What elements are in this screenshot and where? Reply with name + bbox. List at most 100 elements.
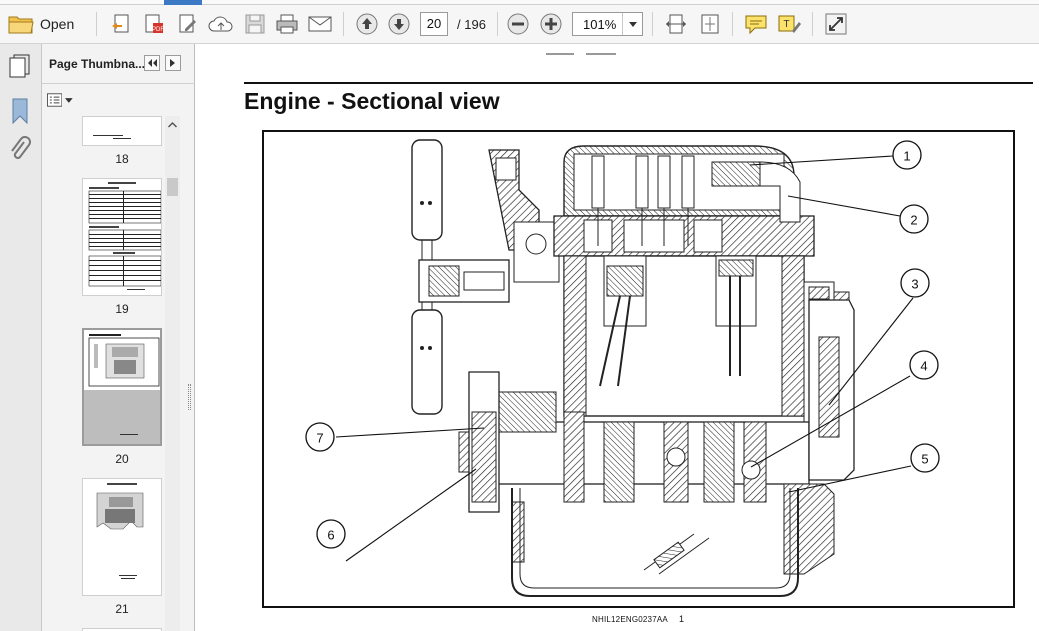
attachments-nav-button[interactable] [9,136,31,167]
thumbnail-page-19[interactable] [82,178,162,296]
menu-strip [0,0,1039,5]
arrow-up-circle-icon [356,13,378,35]
page-number-input[interactable]: 20 [420,12,448,36]
callout-2: 2 [899,204,929,234]
thumbnail-list: 18 19 [42,116,180,631]
thumbnail-page-21[interactable] [82,478,162,596]
scroll-up-icon [167,121,178,128]
arrow-down-circle-icon [388,13,410,35]
page-preview [84,330,160,444]
speech-bubble-icon [745,15,767,35]
callout-label: 4 [920,359,927,374]
open-label: Open [40,16,75,32]
thumbnail-page-20-selected[interactable] [82,328,162,446]
fit-width-button[interactable] [663,10,689,38]
thumbnails-panel: Page Thumbna... 18 [42,44,195,631]
figure-frame: 1 2 3 4 5 6 7 [262,130,1015,608]
previous-page-remnant [546,44,626,55]
zoom-select[interactable]: 101% [572,12,643,36]
previous-page-button[interactable] [354,10,380,38]
callout-7: 7 [305,422,335,452]
cloud-upload-icon [208,16,233,32]
page-title: Engine - Sectional view [244,88,500,114]
chevron-right-icon [170,59,175,67]
highlight-pen-icon: T [778,15,801,33]
page-separator: / [457,17,461,32]
header-rule [244,82,1033,84]
zoom-out-button[interactable] [505,10,531,38]
svg-text:PDF: PDF [152,27,164,33]
toolbar-divider [812,12,813,36]
chevron-down-icon[interactable] [622,13,642,35]
flywheel-housing [783,299,855,575]
callout-4: 4 [909,350,939,380]
toolbar-divider [497,12,498,36]
print-button[interactable] [274,10,300,38]
thumbnail-scrollbar[interactable] [165,116,180,631]
expand-arrows-icon [825,13,847,35]
paperclip-icon [11,136,31,159]
thumbnail-number: 20 [115,452,129,466]
panel-resize-handle[interactable] [188,384,191,410]
water-pump [418,149,560,303]
thumbnail-number: 21 [115,602,129,616]
chevron-down-icon [65,97,73,103]
main-toolbar: Open PDF 20 / 196 101% [0,0,1039,44]
highlight-button[interactable]: T [776,10,802,38]
fit-page-width-icon [666,14,686,34]
envelope-icon [308,16,332,32]
page-total: / 196 [457,17,486,32]
callout-label: 3 [911,277,918,292]
collapse-panel-button[interactable] [144,55,160,71]
panel-title: Page Thumbna... [49,57,146,71]
email-button[interactable] [307,10,333,38]
expand-button[interactable] [823,10,849,38]
panel-header: Page Thumbna... [42,44,195,84]
fan-blade [411,139,443,415]
edit-pdf-button[interactable] [175,10,201,38]
printer-icon [276,14,298,34]
engine-sectional-drawing: 1 2 3 4 5 6 7 [305,139,940,597]
callout-label: 1 [903,149,910,164]
cylinder-block [563,255,850,463]
create-pdf-icon [112,14,129,33]
zoom-value: 101% [583,17,617,32]
crankshaft [458,391,810,503]
convert-pdf-button[interactable]: PDF [141,10,167,38]
page-thumbnails-nav-button[interactable] [9,54,31,83]
svg-text:T: T [783,19,789,30]
plus-circle-icon [540,13,562,35]
create-pdf-button[interactable] [108,10,134,38]
save-disk-icon [245,14,265,34]
pdf-convert-icon: PDF [145,14,164,33]
save-button[interactable] [242,10,268,38]
upload-button[interactable] [207,10,235,38]
thumbnail-page-22[interactable] [82,628,162,631]
next-page-button[interactable] [386,10,412,38]
expand-panel-button[interactable] [165,55,181,71]
options-list-icon [47,93,63,107]
scrollbar-thumb[interactable] [167,178,178,196]
callout-label: 2 [910,213,917,228]
callout-1: 1 [892,140,922,170]
fit-page-icon [701,14,719,34]
fit-page-button[interactable] [697,10,723,38]
comment-button[interactable] [743,10,769,38]
thumbnail-number: 19 [115,302,129,316]
zoom-in-button[interactable] [538,10,564,38]
thumbnail-options-button[interactable] [47,92,73,108]
thumbnail-page-18[interactable] [82,116,162,146]
oil-sump [511,488,799,597]
toolbar-divider [652,12,653,36]
folder-icon [8,16,34,34]
bookmarks-nav-button[interactable] [10,98,30,129]
navigation-rail [0,44,42,631]
page-preview [88,182,162,290]
callout-3: 3 [900,268,930,298]
open-button[interactable]: Open [8,10,74,38]
thumbnail-number: 18 [115,152,129,166]
callout-5: 5 [910,443,940,473]
minus-circle-icon [507,13,529,35]
page-preview [96,483,144,579]
active-tab-indicator [164,0,202,5]
